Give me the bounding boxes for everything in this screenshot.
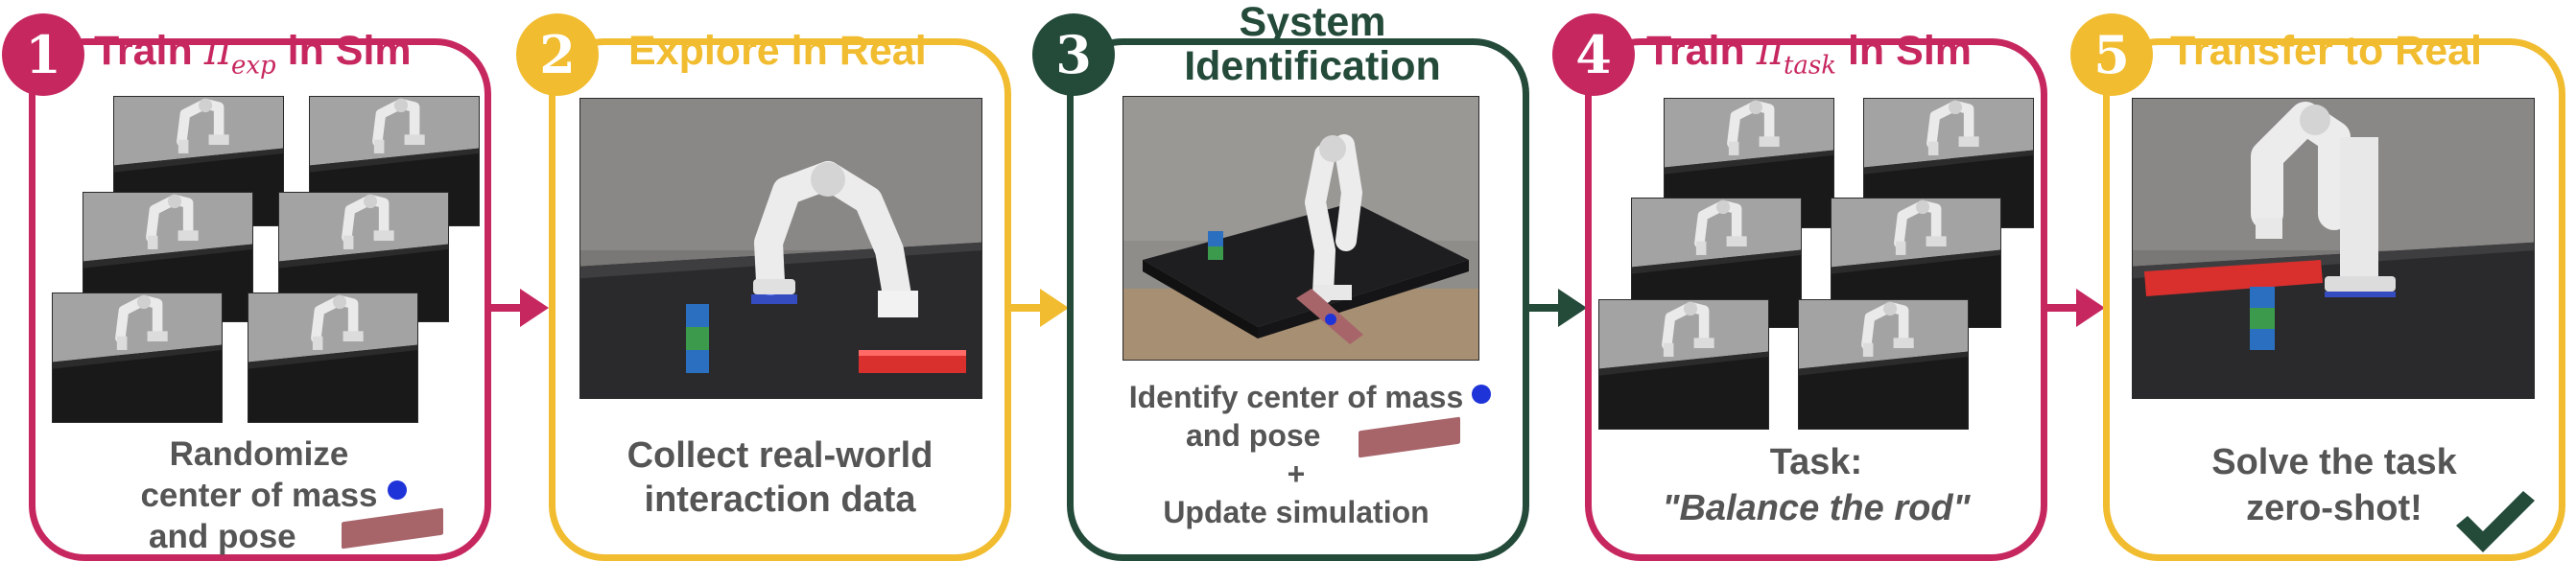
step-4-panel	[1585, 38, 2047, 561]
step-1-caption-line: and pose	[149, 518, 296, 555]
step-5-caption-line: Solve the task	[2211, 442, 2457, 482]
sim-training-image	[1598, 299, 1769, 430]
step-2-caption: Collect real-world interaction data	[568, 433, 992, 522]
step-3-title-line: System	[1239, 0, 1386, 45]
step-4-badge: 4	[1552, 13, 1635, 96]
step-5-caption: Solve the task zero-shot!	[2122, 439, 2546, 531]
arrow-3-to-4	[1525, 289, 1587, 327]
step-5-panel	[2103, 38, 2565, 561]
step-3-caption-plus: +	[1287, 456, 1306, 491]
step-3-caption-line: and pose	[1186, 418, 1321, 453]
com-dot-icon	[1472, 385, 1491, 404]
step-2-badge: 2	[516, 13, 599, 96]
step-4-caption-line: Task:	[1769, 442, 1863, 482]
step-2-caption-line: Collect real-world	[626, 435, 934, 476]
step-3-caption: Identify center of mass and pose + Updat…	[1080, 378, 1512, 531]
sim-rollout-image	[248, 292, 418, 423]
step-1-caption-line: center of mass	[140, 477, 378, 514]
step-4-policy-symbol: πtask	[1756, 27, 1837, 81]
arrow-4-to-5	[2044, 289, 2105, 327]
step-4-title-suffix: in Sim	[1847, 28, 1973, 74]
arrow-2-to-3	[1007, 289, 1069, 327]
step-1-title-suffix: in Sim	[287, 28, 412, 74]
step-1-badge: 1	[2, 13, 84, 96]
real-exploration-image	[579, 98, 982, 399]
step-1-caption: Randomize center of mass and pose	[96, 433, 422, 557]
real-transfer-image	[2132, 98, 2535, 399]
step-4-caption-line: "Balance the rod"	[1662, 488, 1971, 528]
checkmark-icon	[2456, 491, 2535, 552]
step-5-caption-line: zero-shot!	[2246, 488, 2422, 528]
step-2-panel	[549, 38, 1011, 561]
step-3-caption-line: Identify center of mass	[1128, 380, 1464, 414]
step-3-panel	[1067, 38, 1529, 561]
step-2-title: Explore in Real	[628, 28, 927, 74]
step-1-title: Train πexp in Sim	[94, 29, 412, 88]
step-1-policy-symbol: πexp	[203, 27, 276, 81]
step-3-title: System Identification	[1130, 0, 1495, 88]
step-5-badge: 5	[2070, 13, 2153, 96]
step-3-title-line: Identification	[1184, 43, 1441, 89]
system-id-image	[1123, 96, 1479, 361]
arrow-1-to-2	[487, 289, 549, 327]
step-2-caption-line: interaction data	[644, 480, 916, 520]
sim-training-image	[1798, 299, 1969, 430]
step-4-title-prefix: Train	[1646, 28, 1745, 74]
step-1-panel	[29, 38, 491, 561]
step-1-title-prefix: Train	[94, 28, 193, 74]
com-dot-icon	[388, 480, 407, 500]
step-4-title: Train πtask in Sim	[1646, 29, 1972, 88]
step-5-title: Transfer to Real	[2170, 28, 2482, 74]
step-4-caption: Task: "Balance the rod"	[1604, 439, 2028, 531]
sim-rollout-image	[52, 292, 223, 423]
step-3-caption-line: Update simulation	[1163, 495, 1430, 529]
step-3-badge: 3	[1032, 13, 1115, 96]
step-1-caption-line: Randomize	[169, 435, 349, 473]
